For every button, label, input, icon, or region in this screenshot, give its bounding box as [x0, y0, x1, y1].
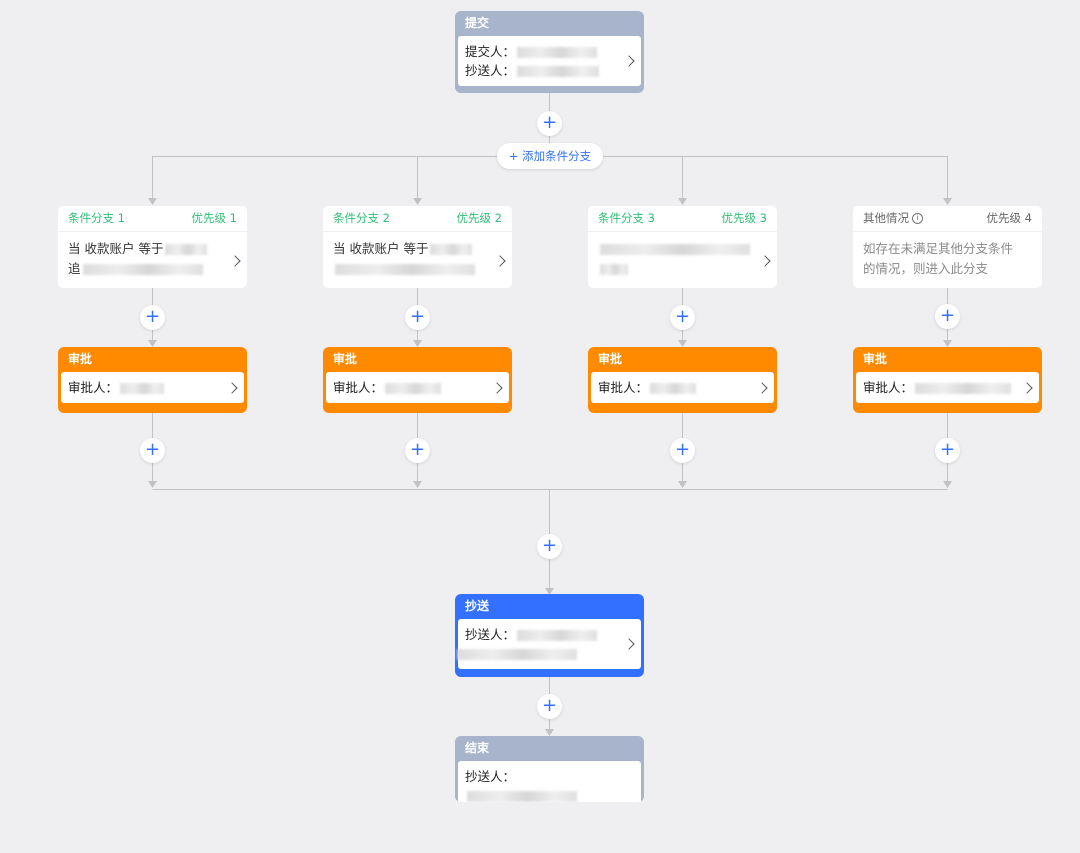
submit-node-title: 提交: [465, 16, 490, 30]
branch-name: 条件分支 2: [333, 211, 390, 225]
chevron-right-icon: [226, 381, 238, 394]
redacted-text: [457, 649, 577, 660]
redacted-text: [517, 47, 598, 58]
cc-node[interactable]: 抄送 抄送人：: [455, 594, 644, 677]
add-node-button[interactable]: +: [537, 694, 562, 719]
redacted-text: [335, 264, 475, 275]
approval-node-title: 审批: [333, 352, 358, 366]
redacted-text: [165, 244, 208, 255]
chevron-right-icon: [494, 254, 506, 267]
approver-label: 审批人：: [333, 380, 384, 395]
approval-node-2[interactable]: 审批 审批人：: [323, 347, 512, 413]
chevron-right-icon: [1021, 381, 1033, 394]
add-node-button[interactable]: +: [405, 305, 430, 330]
condition-text: 追: [68, 261, 81, 276]
submit-node-body[interactable]: 提交人： 抄送人：: [458, 36, 641, 86]
condition-branch-3[interactable]: 条件分支 3 优先级 3: [588, 206, 777, 288]
submitter-label: 提交人：: [465, 44, 516, 59]
chevron-right-icon: [623, 638, 635, 650]
approval-node-title: 审批: [68, 352, 93, 366]
add-node-button[interactable]: +: [537, 534, 562, 559]
info-icon: i: [912, 213, 923, 224]
branch-priority: 优先级 1: [191, 211, 237, 225]
approval-node-4[interactable]: 审批 审批人：: [853, 347, 1042, 413]
condition-branch-2[interactable]: 条件分支 2 优先级 2 当 收款账户 等于: [323, 206, 512, 288]
branch-priority: 优先级 3: [721, 211, 767, 225]
chevron-right-icon: [759, 254, 771, 267]
redacted-text: [120, 383, 165, 394]
add-node-button[interactable]: +: [670, 438, 695, 463]
cc-node-title: 抄送: [465, 599, 490, 613]
approver-label: 审批人：: [598, 380, 649, 395]
cc-label: 抄送人：: [465, 627, 516, 642]
add-node-button[interactable]: +: [405, 438, 430, 463]
redacted-text: [82, 264, 203, 275]
end-node[interactable]: 结束 抄送人：: [455, 736, 644, 802]
branch-name: 条件分支 3: [598, 211, 655, 225]
redacted-text: [430, 244, 473, 255]
branch-name: 其他情况: [863, 211, 909, 225]
submit-node[interactable]: 提交 提交人： 抄送人：: [455, 11, 644, 93]
condition-text: 当 收款账户 等于: [333, 241, 429, 256]
approval-node-title: 审批: [598, 352, 623, 366]
approval-node-3[interactable]: 审批 审批人：: [588, 347, 777, 413]
redacted-text: [650, 383, 697, 394]
add-node-button[interactable]: +: [537, 111, 562, 136]
approver-label: 审批人：: [863, 380, 914, 395]
redacted-text: [517, 630, 598, 641]
redacted-text: [915, 383, 1012, 394]
branch-name: 条件分支 1: [68, 211, 125, 225]
branch-description: 的情况，则进入此分支: [863, 261, 989, 276]
add-node-button[interactable]: +: [935, 438, 960, 463]
branch-description: 如存在未满足其他分支条件: [863, 241, 1014, 256]
redacted-text: [517, 66, 600, 77]
chevron-right-icon: [229, 254, 241, 267]
condition-text: 当 收款账户 等于: [68, 241, 164, 256]
branch-priority: 优先级 2: [456, 211, 502, 225]
condition-branch-1[interactable]: 条件分支 1 优先级 1 当 收款账户 等于 追: [58, 206, 247, 288]
add-condition-branch-button[interactable]: + 添加条件分支: [497, 143, 603, 169]
add-node-button[interactable]: +: [935, 304, 960, 329]
approval-node-1[interactable]: 审批 审批人：: [58, 347, 247, 413]
cc-label: 抄送人：: [465, 769, 516, 784]
end-node-title: 结束: [465, 741, 490, 755]
add-branch-label: 添加条件分支: [522, 149, 592, 163]
branch-priority: 优先级 4: [986, 211, 1032, 225]
add-node-button[interactable]: +: [140, 305, 165, 330]
plus-icon: +: [508, 149, 519, 163]
cc-label: 抄送人：: [465, 63, 516, 78]
redacted-text: [467, 791, 577, 802]
add-node-button[interactable]: +: [140, 438, 165, 463]
redacted-text: [600, 264, 628, 275]
approver-label: 审批人：: [68, 380, 119, 395]
add-node-button[interactable]: +: [670, 305, 695, 330]
approval-node-title: 审批: [863, 352, 888, 366]
redacted-text: [385, 383, 442, 394]
redacted-text: [600, 244, 750, 255]
chevron-right-icon: [491, 381, 503, 394]
chevron-right-icon: [756, 381, 768, 394]
chevron-right-icon: [623, 55, 635, 67]
